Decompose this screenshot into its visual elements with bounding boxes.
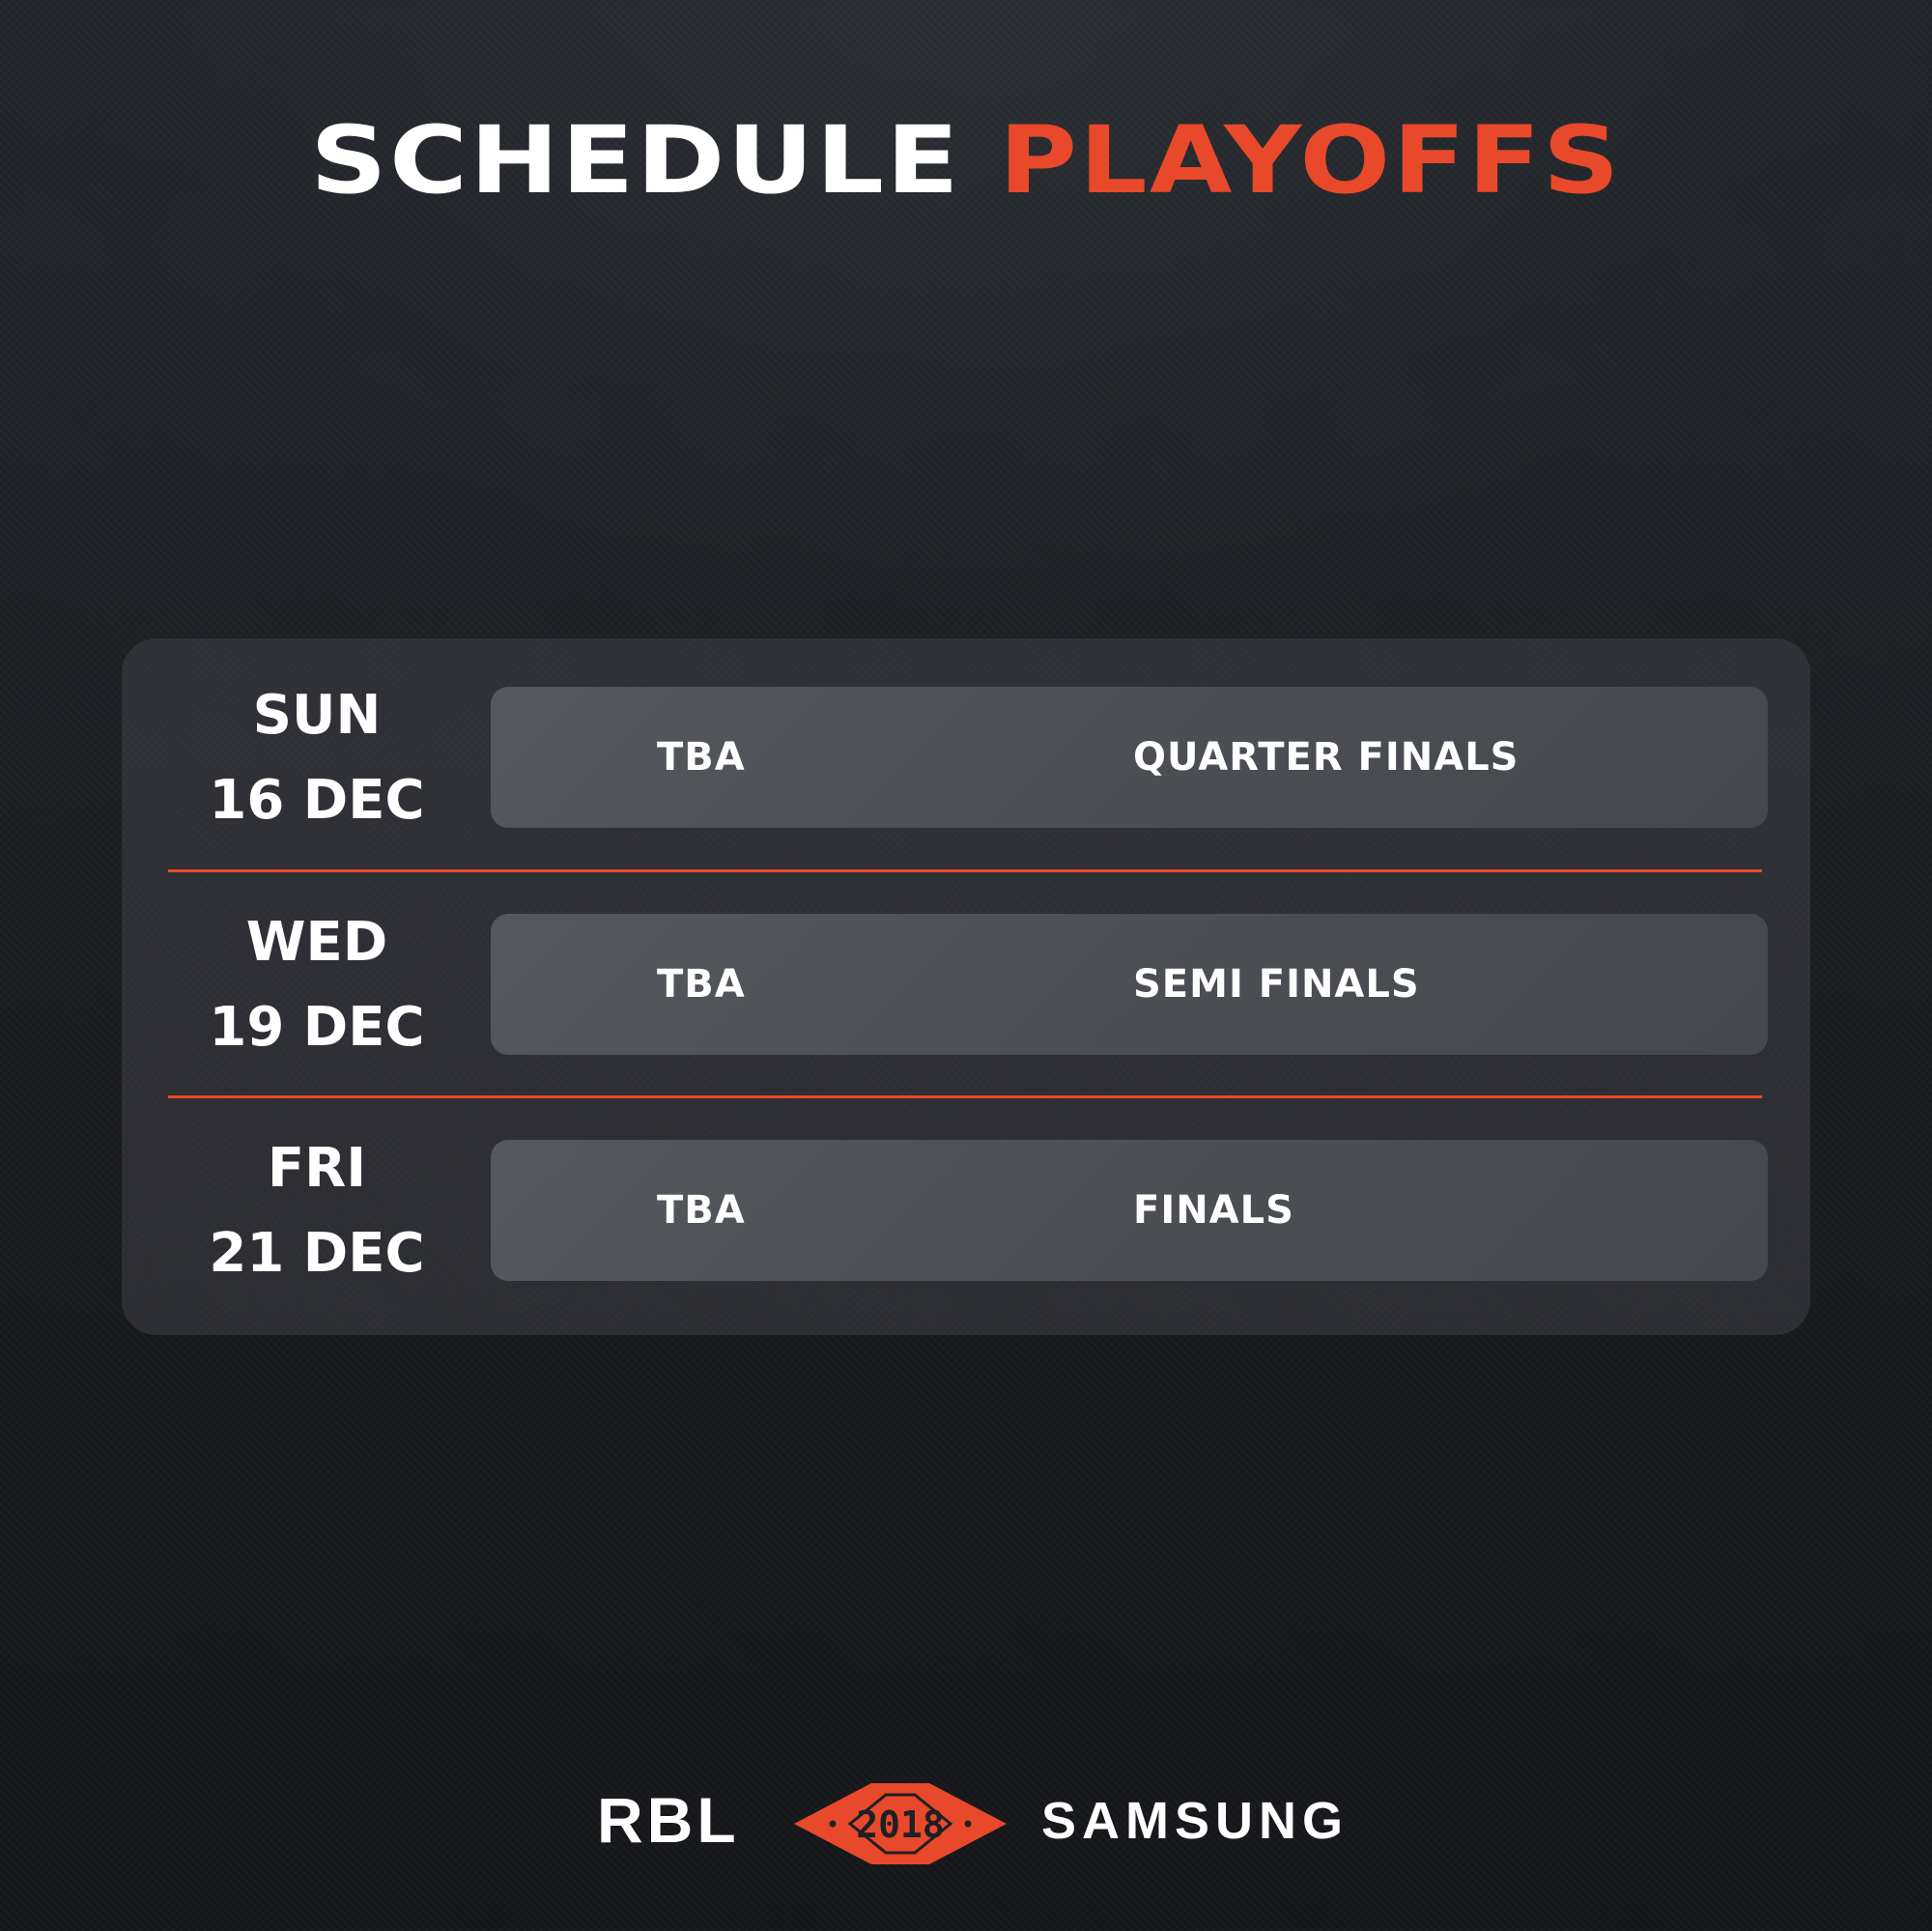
- match-date: SUN 16 DEC: [122, 673, 512, 843]
- match-day-date: 19 DEC: [209, 996, 425, 1059]
- match-day: FRI: [267, 1137, 367, 1200]
- match-card: TBA QUARTER FINALS: [491, 687, 1768, 828]
- badge-year: 2018: [856, 1803, 945, 1846]
- row-divider: [168, 1095, 1762, 1098]
- match-time: TBA: [657, 962, 746, 1007]
- match-date: WED 19 DEC: [122, 900, 512, 1070]
- match-card: TBA SEMI FINALS: [491, 914, 1768, 1055]
- footer-logos: RBL 2018 SAMSUNG: [0, 1775, 1932, 1872]
- match-time: TBA: [657, 1188, 746, 1233]
- match-date: FRI 21 DEC: [122, 1126, 512, 1296]
- match-day-date: 16 DEC: [209, 769, 425, 832]
- samsung-logo: SAMSUNG: [1041, 1792, 1350, 1850]
- schedule-panel: SUN 16 DEC TBA QUARTER FINALS WED 19 DEC…: [122, 639, 1810, 1335]
- 2018-badge-icon: 2018: [794, 1783, 1007, 1864]
- match-stage: QUARTER FINALS: [1133, 735, 1520, 780]
- match-time: TBA: [657, 735, 746, 780]
- schedule-row: SUN 16 DEC TBA QUARTER FINALS: [122, 684, 1810, 832]
- title-schedule: SCHEDULE: [310, 106, 961, 214]
- match-day: WED: [245, 911, 388, 974]
- schedule-row: WED 19 DEC TBA SEMI FINALS: [122, 911, 1810, 1059]
- title-playoffs: PLAYOFFS: [999, 106, 1622, 214]
- match-stage: FINALS: [1133, 1188, 1294, 1233]
- match-day: SUN: [252, 684, 382, 747]
- match-card: TBA FINALS: [491, 1140, 1768, 1281]
- match-stage: SEMI FINALS: [1133, 962, 1420, 1007]
- rbl-logo: RBL: [597, 1784, 740, 1856]
- match-day-date: 21 DEC: [209, 1222, 425, 1285]
- row-divider: [168, 869, 1762, 872]
- schedule-row: FRI 21 DEC TBA FINALS: [122, 1137, 1810, 1285]
